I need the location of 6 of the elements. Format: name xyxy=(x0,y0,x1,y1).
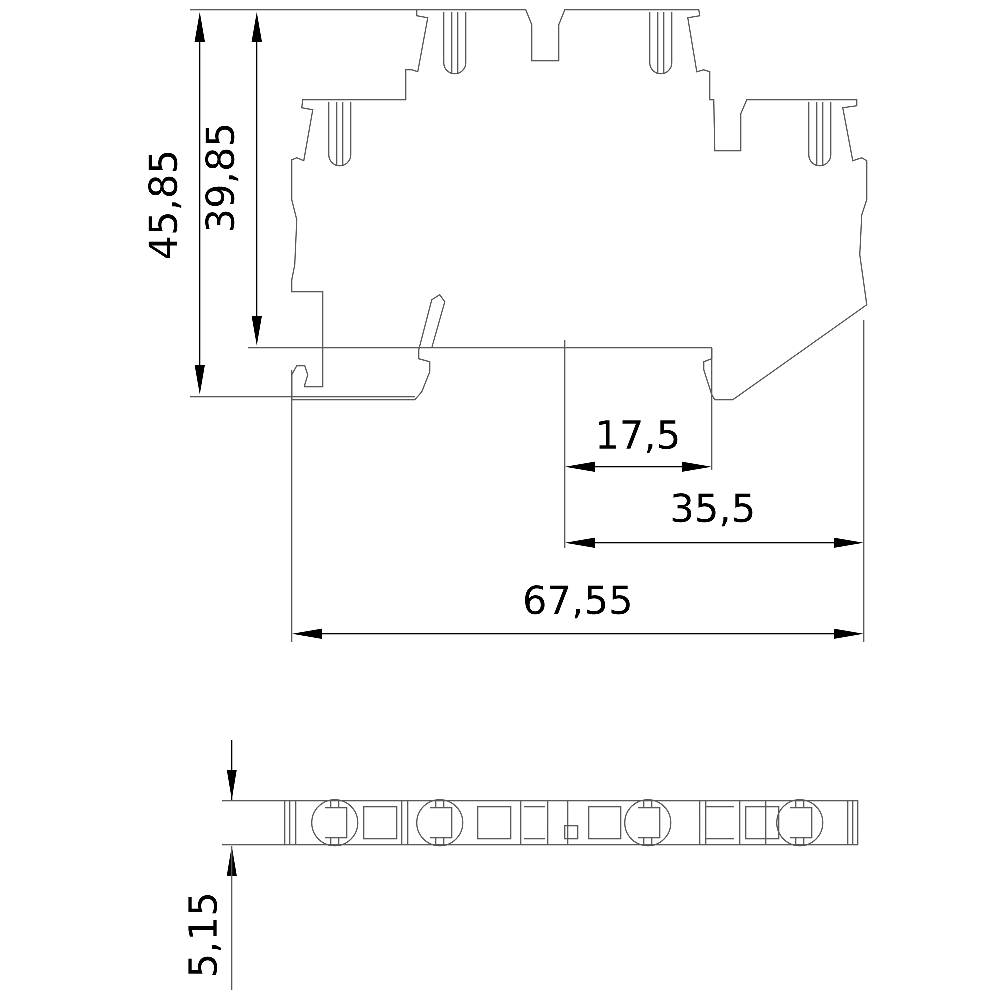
dimension-label: 5,15 xyxy=(188,895,222,976)
dimension-label: 17,5 xyxy=(599,420,678,454)
dimension-label: 45,85 xyxy=(148,153,182,258)
dimension-label: 39,85 xyxy=(205,126,239,230)
dimension-label: 35,5 xyxy=(672,493,753,527)
dimension-label: 67,55 xyxy=(525,585,630,619)
